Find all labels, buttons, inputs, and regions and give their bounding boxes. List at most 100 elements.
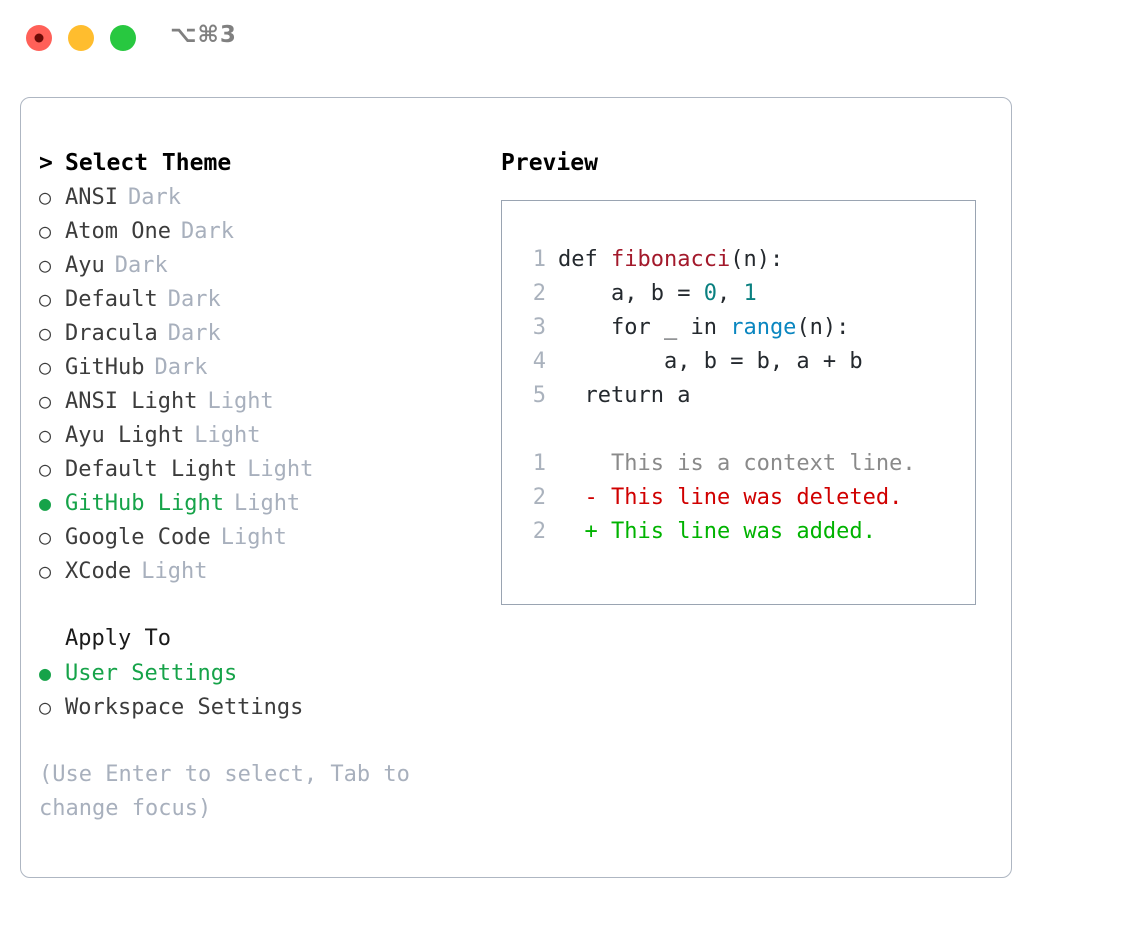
caret-icon: > bbox=[39, 150, 53, 176]
line-number: 2 bbox=[532, 485, 546, 510]
theme-item-default-light[interactable]: ○ Default Light Light bbox=[39, 452, 469, 486]
code-token-plain: (n): bbox=[730, 247, 784, 272]
radio-empty-icon: ○ bbox=[39, 287, 52, 311]
apply-to-list[interactable]: ● User Settings ○ Workspace Settings bbox=[39, 656, 469, 724]
line-number: 1 bbox=[532, 247, 546, 272]
theme-item-variant: Dark bbox=[154, 355, 208, 380]
select-theme-title: Select Theme bbox=[65, 150, 232, 176]
window-controls bbox=[26, 25, 136, 51]
theme-item-variant: Dark bbox=[167, 287, 221, 312]
radio-empty-icon: ○ bbox=[39, 321, 52, 345]
theme-item-ansi[interactable]: ○ ANSI Dark bbox=[39, 180, 469, 214]
code-line: 3 for _ in range(n): bbox=[502, 311, 975, 345]
radio-empty-icon: ○ bbox=[39, 457, 52, 481]
theme-item-label: GitHub Light bbox=[65, 491, 224, 516]
theme-item-label: Atom One bbox=[65, 219, 171, 244]
diff-sample: 1 This is a context line.2 - This line w… bbox=[502, 447, 975, 549]
theme-item-label: Dracula bbox=[65, 321, 158, 346]
apply-to-item-label: User Settings bbox=[65, 661, 238, 686]
code-token-function: fibonacci bbox=[610, 247, 731, 272]
theme-item-label: ANSI bbox=[65, 185, 118, 210]
apply-to-item-label: Workspace Settings bbox=[65, 695, 304, 720]
minimize-button[interactable] bbox=[68, 25, 94, 51]
line-number: 2 bbox=[532, 519, 546, 544]
diff-marker: - bbox=[558, 485, 611, 510]
code-token-call: range bbox=[730, 315, 797, 340]
theme-item-label: Default bbox=[65, 287, 158, 312]
theme-item-variant: Light bbox=[247, 457, 314, 482]
maximize-button[interactable] bbox=[110, 25, 136, 51]
preview-title: Preview bbox=[501, 150, 598, 176]
theme-item-variant: Light bbox=[220, 525, 287, 550]
theme-item-variant: Light bbox=[141, 559, 208, 584]
list-spacer bbox=[39, 588, 469, 622]
radio-empty-icon: ○ bbox=[39, 695, 52, 719]
theme-item-variant: Dark bbox=[127, 185, 181, 210]
code-token-number: 1 bbox=[743, 281, 757, 306]
code-token-number: 0 bbox=[703, 281, 717, 306]
line-number: 4 bbox=[532, 349, 546, 374]
code-token-plain: a, b = bbox=[610, 281, 704, 306]
line-number: 3 bbox=[532, 315, 546, 340]
radio-empty-icon: ○ bbox=[39, 423, 52, 447]
theme-item-variant: Dark bbox=[180, 219, 234, 244]
close-button[interactable] bbox=[26, 25, 52, 51]
code-indent bbox=[558, 383, 585, 408]
line-number: 2 bbox=[532, 281, 546, 306]
theme-item-variant: Light bbox=[233, 491, 301, 516]
diff-text: This line was deleted. bbox=[610, 485, 903, 510]
radio-selected-icon: ● bbox=[39, 661, 52, 685]
apply-to-item-workspace-settings[interactable]: ○ Workspace Settings bbox=[39, 690, 469, 724]
radio-empty-icon: ○ bbox=[39, 253, 52, 277]
diff-line-added: 2 + This line was added. bbox=[502, 515, 975, 549]
theme-item-github-light[interactable]: ● GitHub Light Light bbox=[39, 486, 469, 520]
apply-to-title: Apply To bbox=[65, 626, 171, 651]
theme-item-default[interactable]: ○ Default Dark bbox=[39, 282, 469, 316]
code-diff-spacer bbox=[502, 413, 975, 447]
theme-item-label: Ayu Light bbox=[65, 423, 185, 448]
theme-item-label: Google Code bbox=[65, 525, 211, 550]
theme-item-xcode[interactable]: ○ XCode Light bbox=[39, 554, 469, 588]
code-token-plain: a, b = b, a + b bbox=[663, 349, 863, 374]
code-token-plain: , bbox=[716, 281, 744, 306]
radio-empty-icon: ○ bbox=[39, 185, 52, 209]
theme-item-atom-one[interactable]: ○ Atom One Dark bbox=[39, 214, 469, 248]
diff-marker bbox=[558, 451, 611, 476]
code-line: 4 a, b = b, a + b bbox=[502, 345, 975, 379]
code-line: 5 return a bbox=[502, 379, 975, 413]
apply-to-item-user-settings[interactable]: ● User Settings bbox=[39, 656, 469, 690]
radio-empty-icon: ○ bbox=[39, 219, 52, 243]
code-token-plain: (n): bbox=[796, 315, 850, 340]
radio-empty-icon: ○ bbox=[39, 389, 52, 413]
radio-empty-icon: ○ bbox=[39, 559, 52, 583]
title-bar: ⌥⌘3 bbox=[0, 0, 1140, 78]
radio-selected-icon: ● bbox=[39, 491, 52, 515]
theme-item-label: Default Light bbox=[65, 457, 238, 482]
theme-item-label: XCode bbox=[65, 559, 132, 584]
diff-line-deleted: 2 - This line was deleted. bbox=[502, 481, 975, 515]
line-number: 5 bbox=[532, 383, 546, 408]
theme-item-label: Ayu bbox=[65, 253, 105, 278]
line-number: 1 bbox=[532, 451, 546, 476]
select-theme-header: > Select Theme bbox=[39, 146, 469, 180]
code-indent bbox=[558, 349, 664, 374]
code-indent bbox=[558, 315, 611, 340]
diff-line-context: 1 This is a context line. bbox=[502, 447, 975, 481]
code-indent bbox=[558, 281, 611, 306]
code-token-plain: for _ in bbox=[610, 315, 731, 340]
radio-empty-icon: ○ bbox=[39, 355, 52, 379]
